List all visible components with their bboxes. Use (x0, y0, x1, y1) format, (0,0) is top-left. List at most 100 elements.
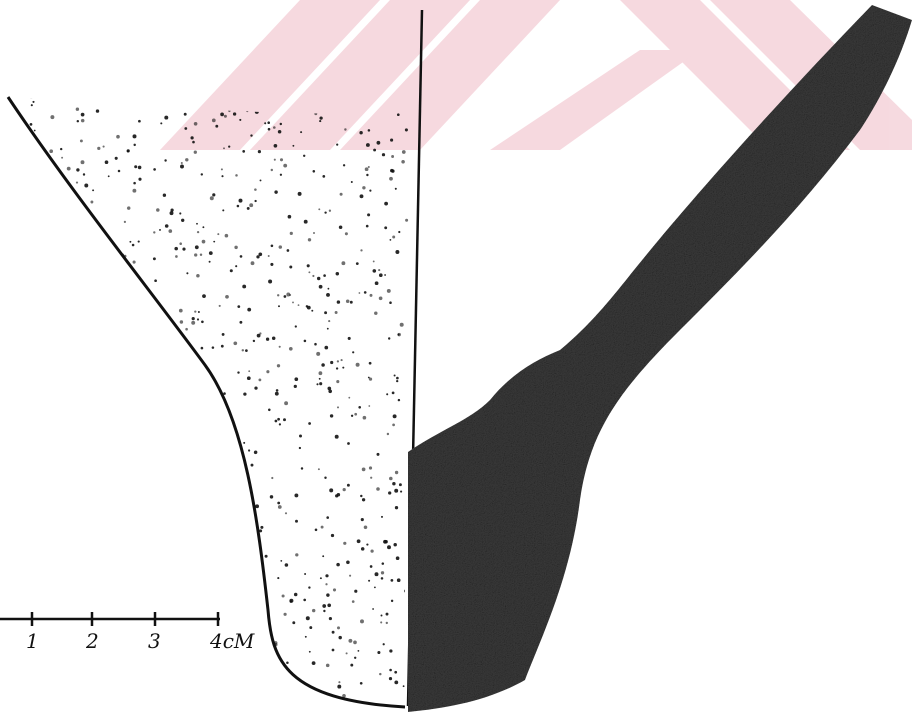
scale-bar-ticks (30, 612, 220, 626)
stipple-dot (170, 394, 173, 397)
stipple-dot (202, 533, 205, 536)
stipple-dot (51, 381, 54, 385)
stipple-dot (404, 128, 408, 132)
stipple-dot (388, 677, 393, 681)
stipple-dot (254, 386, 258, 390)
stipple-dot (63, 294, 67, 298)
stipple-dot (41, 242, 45, 246)
stipple-dot (100, 624, 105, 629)
stipple-dot (206, 530, 210, 534)
stipple-dot (68, 333, 72, 337)
stipple-dot (117, 686, 120, 688)
stipple-dot (394, 187, 397, 190)
stipple-dot (89, 575, 94, 579)
scale-bar: 1 2 3 4cM (0, 612, 255, 653)
stipple-dot (390, 168, 394, 173)
stipple-dot (67, 471, 71, 475)
stipple-dot (114, 156, 118, 160)
stipple-dot (126, 569, 129, 572)
stipple-dot (75, 517, 80, 522)
stipple-dot (365, 143, 370, 147)
stipple-dot (384, 201, 388, 206)
stipple-dot (38, 401, 42, 406)
stipple-dot (68, 591, 71, 594)
stipple-dot (35, 171, 40, 176)
stipple-dot (45, 174, 48, 177)
stipple-dot (370, 476, 373, 479)
stipple-dot (251, 521, 255, 525)
stipple-dot (16, 477, 20, 482)
stipple-dot (48, 471, 51, 474)
stipple-dot (358, 406, 362, 409)
stipple-dot (233, 535, 237, 539)
stipple-dot (376, 140, 381, 145)
stipple-dot (132, 134, 137, 139)
stipple-dot (388, 337, 391, 340)
stipple-dot (94, 321, 98, 325)
stipple-dot (217, 233, 220, 236)
stipple-dot (21, 569, 25, 573)
stipple-dot (230, 483, 234, 487)
stipple-dot (57, 317, 62, 322)
stipple-dot (45, 175, 50, 179)
stipple-dot (125, 641, 129, 644)
stipple-dot (386, 393, 389, 396)
stipple-dot (60, 503, 65, 508)
stipple-dot (38, 571, 42, 575)
stipple-dot (278, 345, 281, 348)
stipple-dot (352, 351, 355, 354)
stipple-dot (43, 361, 47, 364)
stipple-dot (53, 425, 58, 430)
stipple-dot (218, 304, 221, 307)
stipple-dot (399, 322, 404, 327)
stipple-dot (51, 401, 55, 405)
stipple-dot (284, 401, 289, 406)
stipple-dot (99, 553, 103, 557)
stipple-dot (119, 409, 122, 411)
stipple-dot (327, 287, 330, 290)
stipple-dot (304, 635, 307, 638)
stipple-dot (373, 586, 376, 589)
stipple-dot (305, 616, 310, 621)
stipple-dot (359, 194, 364, 199)
stipple-dot (97, 146, 101, 151)
stipple-dot (43, 365, 47, 368)
stipple-dot (240, 521, 243, 524)
stipple-dot (324, 476, 327, 479)
stipple-dot (248, 449, 251, 452)
stipple-dot (199, 253, 203, 257)
stipple-dot (117, 342, 122, 347)
stipple-dot (153, 168, 156, 171)
stipple-dot (193, 455, 197, 459)
stipple-dot (283, 418, 286, 422)
stipple-dot (397, 333, 400, 336)
stipple-dot (247, 307, 252, 312)
stipple-dot (57, 558, 61, 562)
stipple-dot (74, 253, 78, 257)
stipple-dot (119, 578, 123, 582)
stipple-dot (111, 336, 116, 341)
stipple-dot (205, 699, 209, 703)
stipple-dot (232, 112, 237, 116)
stipple-dot (36, 570, 39, 574)
stipple-dot (199, 679, 203, 683)
stipple-dot (265, 663, 269, 667)
stipple-dot (104, 304, 108, 308)
stipple-dot (385, 621, 388, 625)
stipple-dot (257, 150, 261, 154)
stipple-dot (169, 211, 174, 216)
stipple-dot (336, 492, 341, 497)
stipple-dot (324, 211, 327, 214)
stipple-dot (274, 391, 279, 396)
stipple-dot (46, 194, 51, 199)
stipple-dot (303, 219, 308, 224)
stipple-dot (273, 143, 278, 148)
stipple-dot (178, 544, 182, 548)
stipple-dot (325, 663, 330, 668)
stipple-dot (360, 494, 363, 498)
stipple-dot (398, 230, 401, 234)
stipple-dot (95, 699, 100, 704)
stipple-dot (350, 414, 354, 417)
stipple-dot (210, 691, 215, 696)
